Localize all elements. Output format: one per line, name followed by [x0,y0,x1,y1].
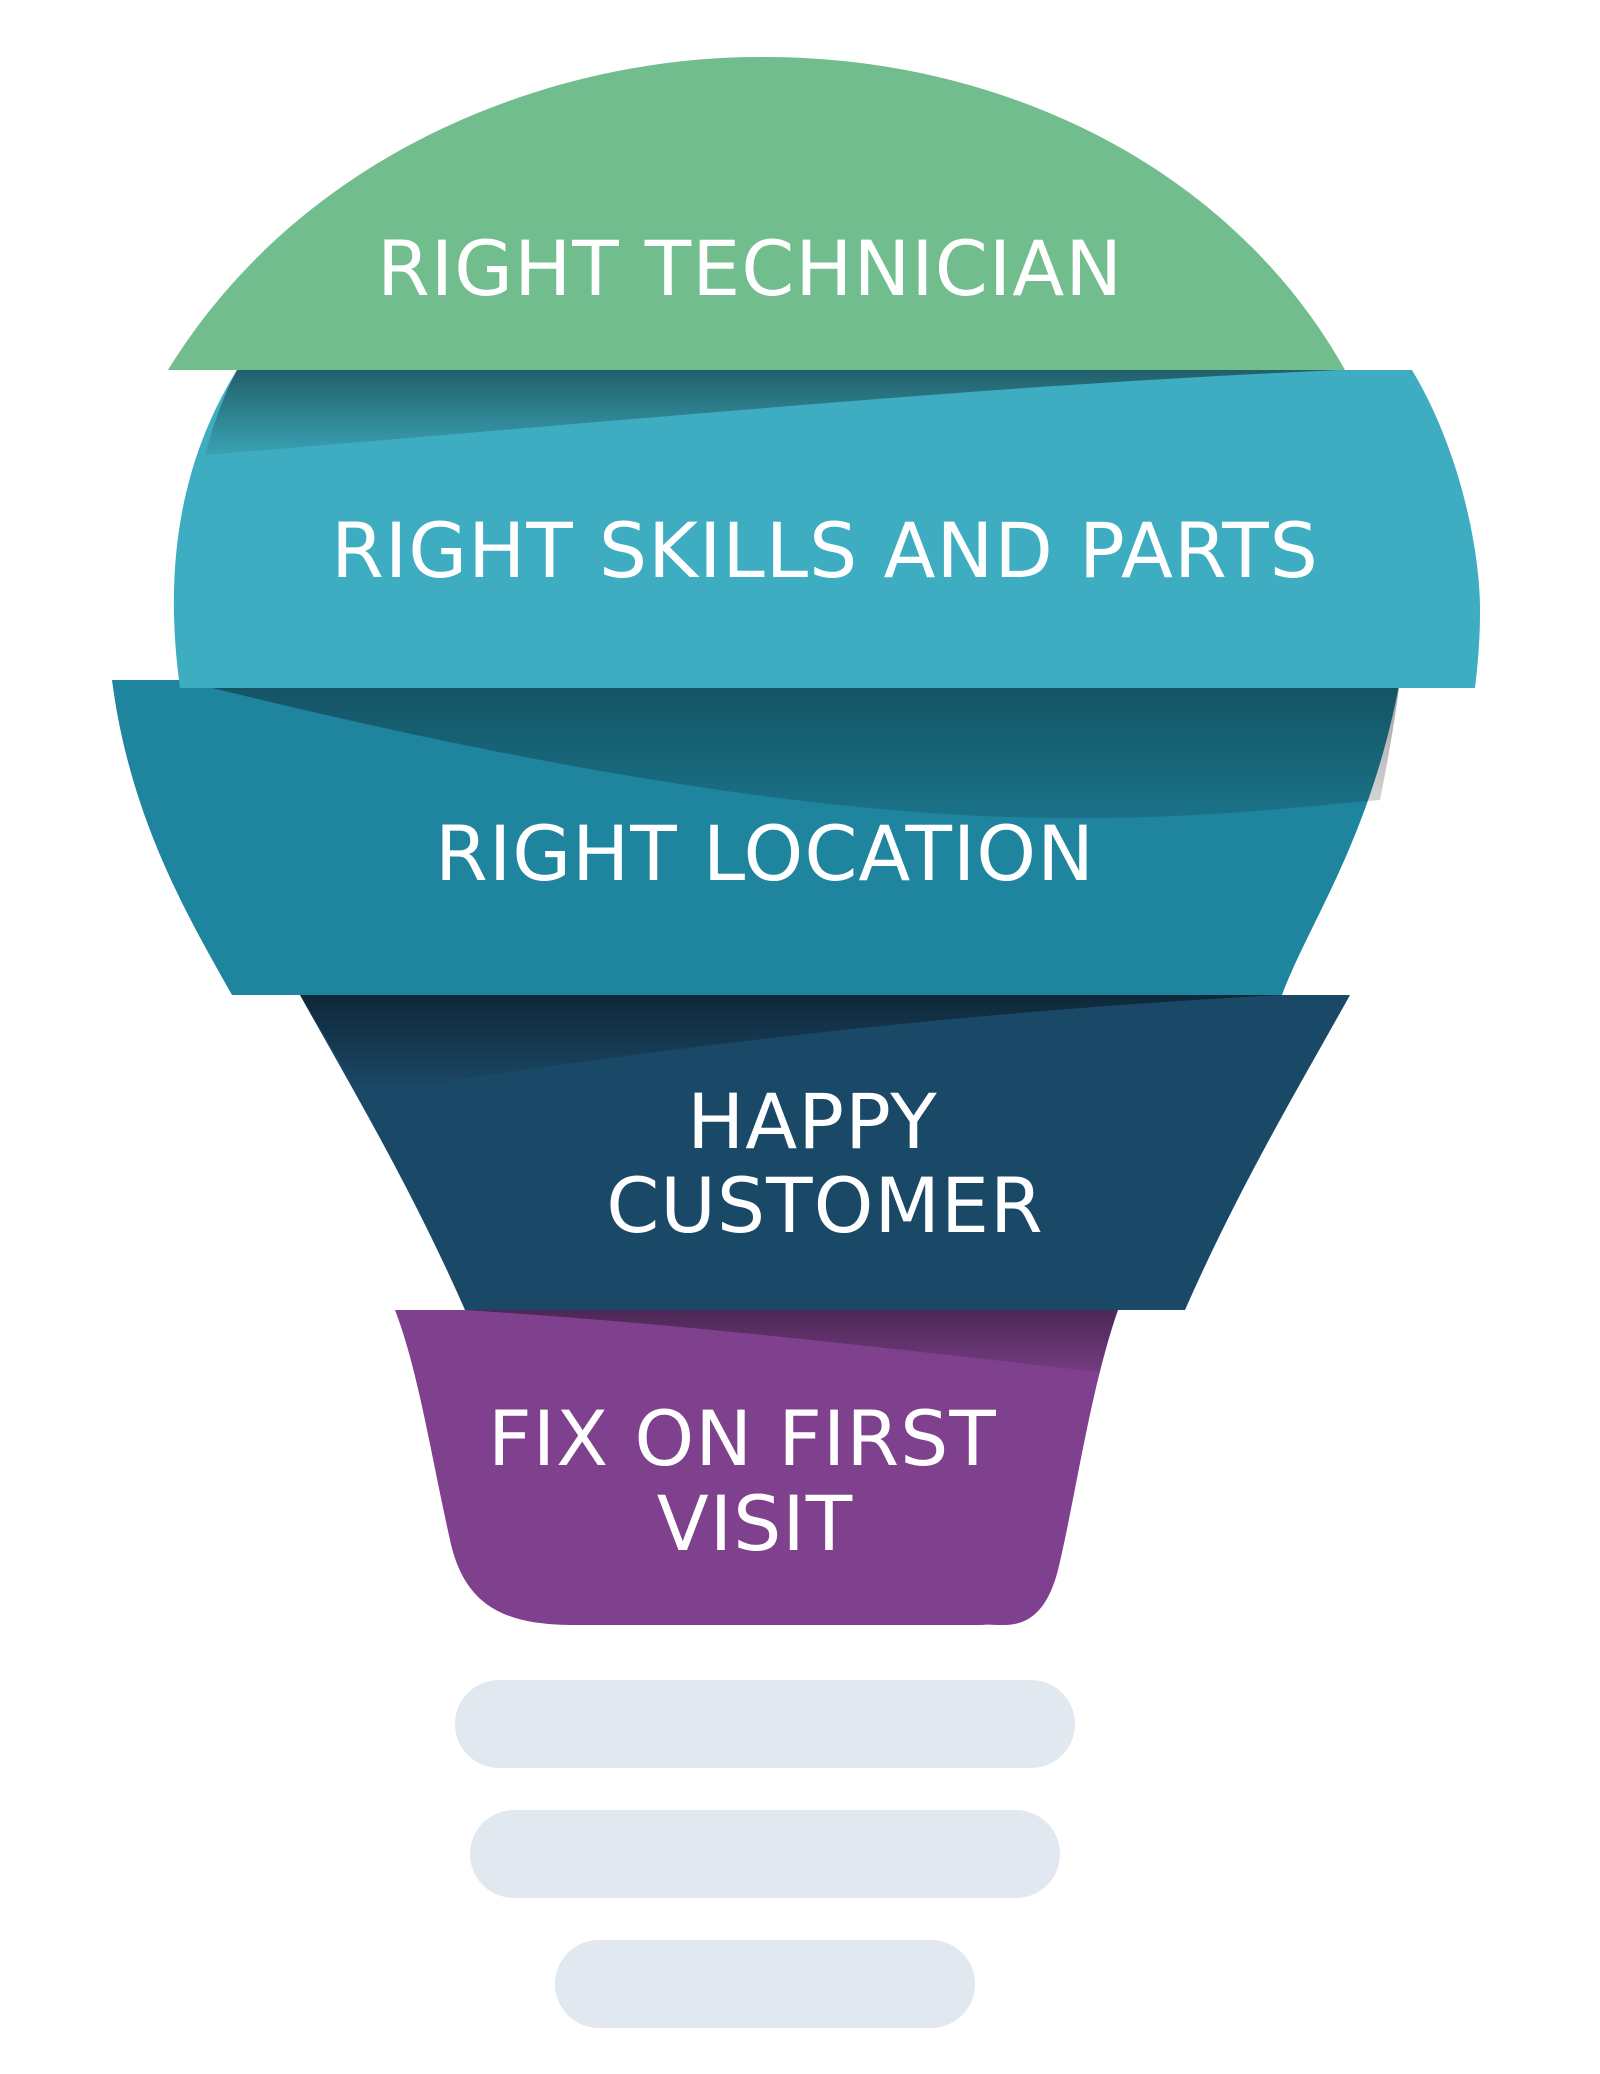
band-label: RIGHT SKILLS AND PARTS [331,506,1319,595]
band-label-line: CUSTOMER [606,1161,1044,1250]
band-shape [173,370,1480,688]
band-right-location: RIGHT LOCATION [112,680,1400,995]
base-bar [470,1810,1060,1898]
band-happy-customer: HAPPY CUSTOMER [300,995,1350,1310]
band-shadow [465,1310,1118,1372]
band-shape [300,995,1350,1310]
band-label-line: RIGHT SKILLS AND PARTS [331,506,1319,595]
band-right-skills-and-parts: RIGHT SKILLS AND PARTS [173,370,1480,688]
band-fix-on-first-visit: FIX ON FIRST VISIT [395,1310,1118,1626]
band-shadow [180,680,1400,819]
band-label-line: VISIT [657,1479,853,1568]
band-shape [168,56,1345,370]
base-bar [455,1680,1075,1768]
band-right-technician: RIGHT TECHNICIAN [168,56,1345,370]
band-shadow [300,995,1280,1095]
bulb-base [455,1680,1075,2028]
band-label: RIGHT TECHNICIAN [377,224,1123,313]
band-label: HAPPY CUSTOMER [606,1077,1044,1250]
band-shape [395,1310,1118,1626]
band-label-line: RIGHT TECHNICIAN [377,224,1123,313]
band-shadow [205,370,1340,455]
band-label: RIGHT LOCATION [435,809,1095,898]
band-label-line: RIGHT LOCATION [435,809,1095,898]
band-label: FIX ON FIRST VISIT [488,1394,1022,1568]
band-label-line: FIX ON FIRST [488,1394,997,1483]
base-bar [555,1940,975,2028]
band-label-line: HAPPY [687,1077,938,1166]
